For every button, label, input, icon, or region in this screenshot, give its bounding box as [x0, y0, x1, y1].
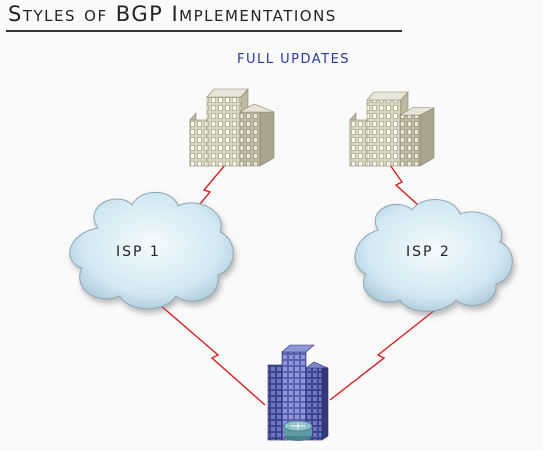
- enterprise-headquarters-icon: [267, 344, 329, 441]
- isp1-label: ISP 1: [116, 244, 161, 260]
- isp2-label: ISP 2: [406, 244, 451, 260]
- link-isp2-headquarters: [329, 309, 436, 401]
- link-isp1-headquarters: [159, 304, 266, 406]
- office-building-icon: [349, 91, 436, 167]
- network-links: [159, 164, 436, 406]
- link-building1-isp1: [194, 164, 226, 211]
- isp1-cloud: [69, 191, 234, 310]
- isp2-cloud: [354, 199, 513, 312]
- office-building-icon: [189, 88, 275, 167]
- page-title: Styles of BGP Implementations: [8, 2, 337, 26]
- diagram-subtitle: FULL UPDATES: [237, 52, 351, 67]
- title-underline: [6, 30, 402, 32]
- link-building2-isp2: [389, 164, 419, 206]
